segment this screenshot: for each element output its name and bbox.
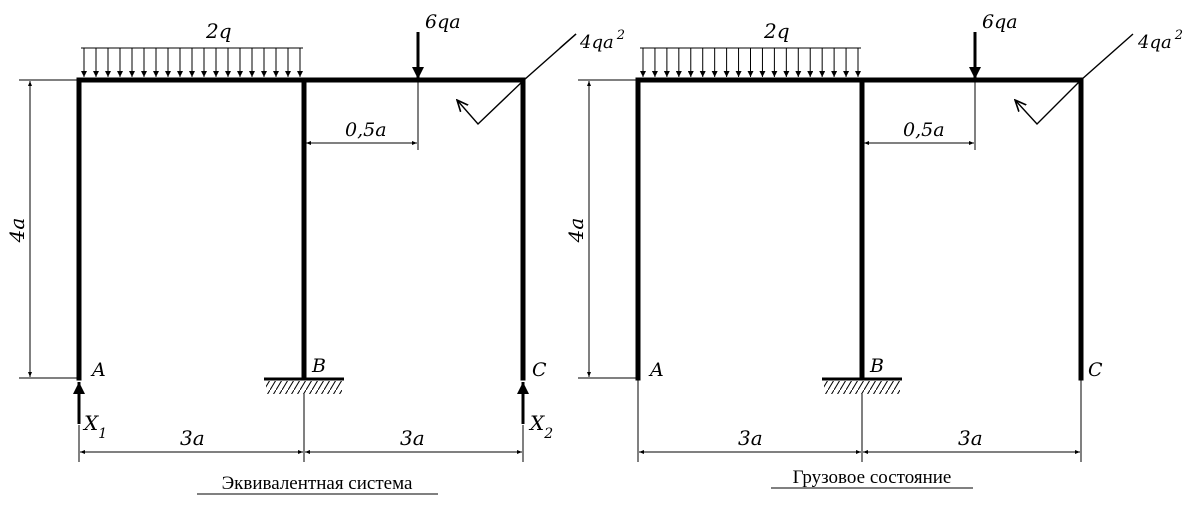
x2-subscript: 2 (543, 426, 553, 442)
height-dimension: 4a (564, 79, 636, 379)
span-dimensions: 3a 3a (78, 394, 524, 462)
x2-label: X (528, 411, 545, 435)
offset-label: 0,5a (345, 119, 387, 141)
caption-equivalent-system: Эквивалентная система (222, 473, 413, 494)
svg-text:X1: X1 (82, 411, 107, 442)
height-label: 4a (564, 218, 588, 244)
fixed-support-b (264, 377, 344, 394)
node-c-label: C (532, 359, 547, 381)
fixed-support-b (822, 377, 902, 394)
distributed-load: 2q (81, 19, 303, 77)
span-left-label: 3a (180, 426, 205, 450)
height-dimension: 4a (5, 79, 77, 379)
distributed-load-label: 2q (205, 19, 232, 43)
point-load-label: 6qa (982, 11, 1018, 33)
node-b-label: B (869, 355, 884, 377)
node-b-label: B (311, 355, 326, 377)
offset-label: 0,5a (903, 119, 945, 141)
offset-dimension: 0,5a (864, 82, 976, 150)
span-right-label: 3a (400, 426, 425, 450)
svg-text:X2: X2 (528, 411, 553, 442)
x1-subscript: 1 (98, 426, 107, 442)
distributed-load-label: 2q (763, 19, 790, 43)
node-a-label: A (90, 359, 106, 381)
span-left-label: 3a (738, 426, 763, 450)
moment-label: 4qa (579, 32, 614, 53)
height-label: 4a (5, 218, 29, 244)
moment-exponent: 2 (616, 28, 625, 43)
moment-exponent: 2 (1174, 28, 1183, 43)
x1-label: X (82, 411, 99, 435)
point-load: 6qa (969, 11, 1018, 79)
node-c-label: C (1088, 359, 1103, 381)
frame-structure (635, 77, 1084, 381)
offset-dimension: 0,5a (306, 82, 419, 150)
distributed-load: 2q (640, 19, 861, 77)
frame-structure (76, 77, 526, 381)
span-right-label: 3a (958, 426, 983, 450)
redundant-forces: X1 X2 (73, 382, 553, 442)
node-a-label: A (648, 359, 664, 381)
span-dimensions: 3a 3a (637, 380, 1082, 462)
point-load-label: 6qa (425, 11, 461, 33)
caption-load-state: Грузовое состояние (793, 467, 952, 488)
point-load: 6qa (412, 11, 461, 79)
moment-label: 4qa (1137, 32, 1172, 53)
